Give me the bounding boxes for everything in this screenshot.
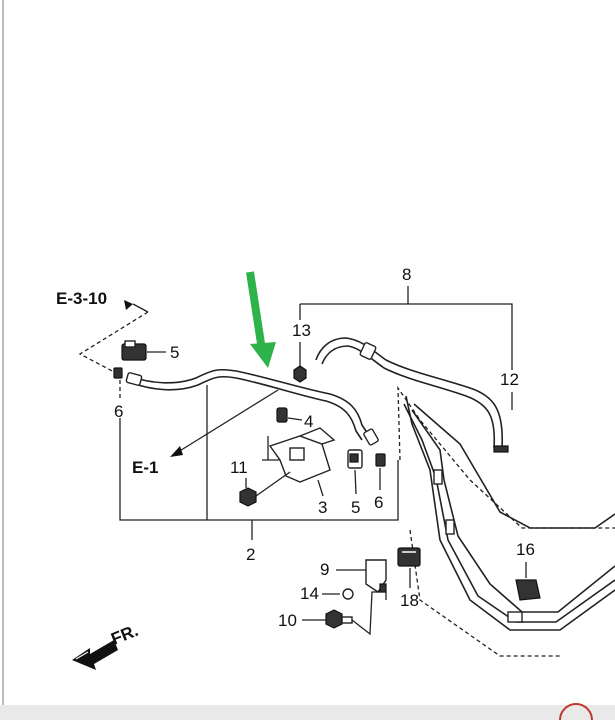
- callout-5-top: 5: [170, 343, 179, 362]
- ref-e-1-leader: [177, 389, 279, 453]
- callout-3: 3: [318, 498, 327, 517]
- highlight-arrow: [246, 271, 276, 368]
- nut-part-13: [293, 365, 307, 383]
- hose-part-8: [315, 337, 509, 453]
- callout-6-left: 6: [114, 402, 123, 421]
- callout-5-right: 5: [351, 498, 360, 517]
- front-direction-arrow: FR.: [72, 621, 141, 670]
- clamp-part-6-right: [375, 453, 386, 467]
- group-outline: [397, 385, 615, 529]
- clip-part-5-right: [347, 449, 363, 469]
- bolt-part-11: [239, 487, 257, 507]
- callout-2: 2: [246, 545, 255, 564]
- clamp-part-6-left: [113, 367, 123, 379]
- grommet-part-18: [397, 547, 421, 567]
- callout-10: 10: [278, 611, 297, 630]
- ref-e-3-10-arrow: [132, 303, 149, 313]
- callout-8: 8: [402, 265, 411, 284]
- bolt-part-10: [325, 609, 353, 629]
- front-label: FR.: [108, 621, 141, 649]
- bracket-part-9: [365, 559, 387, 593]
- ref-e-1: E-1: [132, 458, 158, 477]
- callout-9: 9: [320, 560, 329, 579]
- callout-4: 4: [304, 412, 313, 431]
- washer-part-14: [342, 588, 354, 600]
- callout-12: 12: [500, 370, 519, 389]
- callout-16: 16: [516, 540, 535, 559]
- group-bracket-8: [300, 303, 513, 370]
- corner-marker: [559, 703, 593, 720]
- callout-6-right: 6: [374, 493, 383, 512]
- group-bracket-2: [119, 418, 399, 521]
- hose-part-2: [125, 368, 379, 446]
- pipe-bundle: [403, 395, 615, 631]
- callout-14: 14: [300, 584, 319, 603]
- callout-11: 11: [230, 458, 248, 477]
- ref-e-3-10-leader: [78, 311, 149, 375]
- callout-18: 18: [400, 591, 419, 610]
- clip-part-16: [515, 579, 541, 601]
- ref-e-3-10: E-3-10: [56, 289, 107, 308]
- callout-13: 13: [292, 321, 311, 340]
- clip-part-5-top: [121, 340, 147, 361]
- bottom-strip: [0, 705, 615, 720]
- clip-part-4: [276, 407, 288, 423]
- bracket-part-3: [262, 427, 336, 483]
